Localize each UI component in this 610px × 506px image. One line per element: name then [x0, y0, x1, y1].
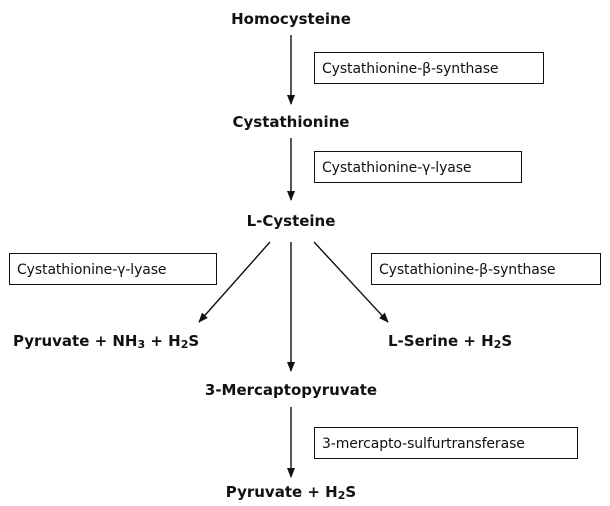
l-serine-h2s-part-b: S	[501, 332, 513, 350]
l-serine-h2s-subscript: 2	[493, 338, 502, 351]
arrow-l-cysteine-to-l-serine	[313, 241, 389, 323]
pyruvate-nh3-h2s-part-a: Pyruvate + NH	[13, 332, 138, 350]
enzyme-box-3-mercapto-sulfurtransferase: 3-mercapto-sulfurtransferase	[314, 427, 578, 459]
pyruvate-h2s-subscript: 2	[337, 489, 346, 502]
metabolite-cystathionine: Cystathionine	[232, 113, 350, 131]
l-serine-h2s-part-a: L-Serine + H	[388, 332, 494, 350]
h2s-subscript: 2	[180, 338, 189, 351]
metabolite-homocysteine: Homocysteine	[231, 10, 351, 28]
nh3-subscript: 3	[137, 338, 146, 351]
metabolite-pyruvate-h2s: Pyruvate + H2S	[226, 482, 356, 502]
metabolite-l-serine-h2s: L-Serine + H2S	[388, 331, 512, 351]
metabolite-pyruvate-nh3-h2s: Pyruvate + NH3 + H2S	[13, 331, 199, 351]
arrow-l-cysteine-to-pyruvate-nh3-h2s	[198, 241, 271, 323]
pyruvate-nh3-h2s-part-b: + H	[145, 332, 181, 350]
pyruvate-h2s-part-b: S	[345, 483, 357, 501]
enzyme-box-cystathionine-gamma-lyase-left: Cystathionine-γ-lyase	[9, 253, 217, 285]
pyruvate-h2s-part-a: Pyruvate + H	[225, 483, 338, 501]
enzyme-box-cystathionine-beta-synthase-right: Cystathionine-β-synthase	[371, 253, 601, 285]
enzyme-box-cystathionine-beta-synthase-top: Cystathionine-β-synthase	[314, 52, 544, 84]
pyruvate-nh3-h2s-part-c: S	[188, 332, 200, 350]
metabolite-3-mercaptopyruvate: 3-Mercaptopyruvate	[204, 381, 378, 399]
enzyme-box-cystathionine-gamma-lyase-middle: Cystathionine-γ-lyase	[314, 151, 522, 183]
metabolite-l-cysteine: L-Cysteine	[246, 212, 336, 230]
